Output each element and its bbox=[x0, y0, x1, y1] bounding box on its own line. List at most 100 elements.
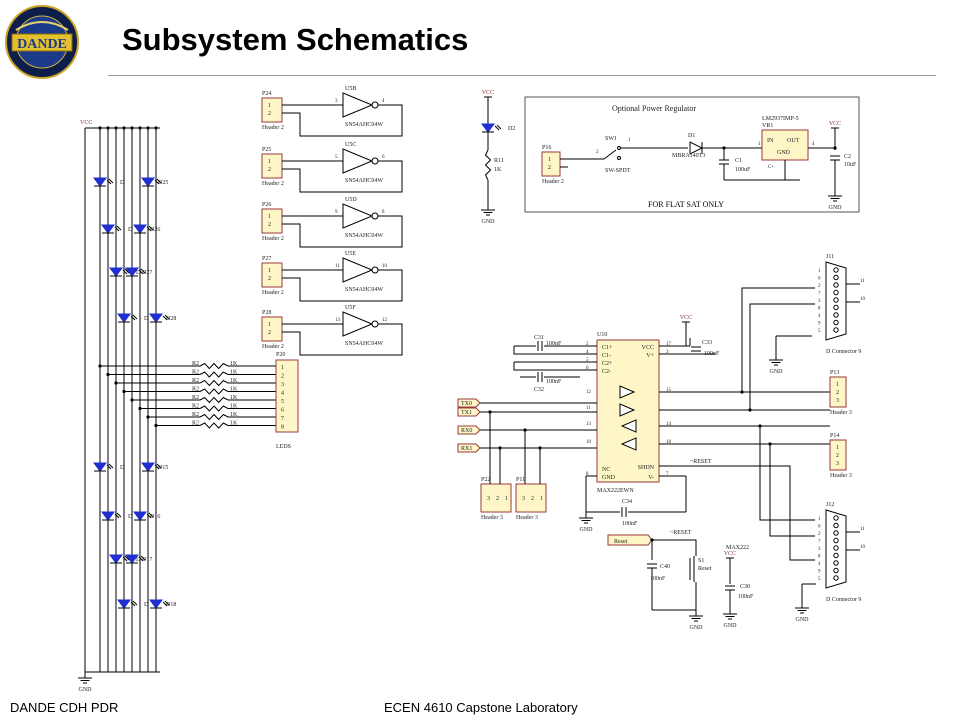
db9-j11-pin-hole bbox=[833, 289, 839, 296]
led-arrow bbox=[124, 268, 130, 274]
header-p26-name: Header 2 bbox=[262, 236, 284, 242]
db9-j11-ref: J11 bbox=[826, 254, 834, 260]
buffer-in-pin: 11 bbox=[335, 264, 340, 269]
line-driver-symbol bbox=[620, 419, 637, 433]
gnd-label: GND bbox=[770, 369, 784, 375]
header-p11-pin: 2 bbox=[531, 496, 534, 502]
max222-chip-ref: U10 bbox=[597, 332, 607, 338]
junction-dot bbox=[106, 126, 110, 130]
db9-j11-shell-pin: 10 bbox=[860, 297, 866, 302]
led-resistor bbox=[199, 379, 229, 387]
led-diode-left bbox=[93, 462, 107, 472]
junction-dot bbox=[114, 126, 118, 130]
buffer-output-wire bbox=[282, 323, 403, 356]
header-p25-box bbox=[261, 153, 283, 179]
buffer-part: SN54AHC04W bbox=[345, 233, 383, 239]
led-arrow bbox=[114, 513, 120, 519]
header-p16-ref: P16 bbox=[542, 145, 551, 151]
db9-j12-pin-hole bbox=[833, 537, 839, 544]
regulator-box bbox=[761, 129, 809, 161]
led-arrow bbox=[122, 269, 128, 275]
buffer-in-pin: 5 bbox=[335, 155, 338, 160]
inverter-bubble bbox=[371, 320, 379, 328]
net-flag-rx1 bbox=[457, 443, 481, 453]
reset-net-label: ~RESET bbox=[690, 459, 712, 465]
header-p25-ref: P25 bbox=[262, 147, 271, 153]
reset-cap-val: 100nF bbox=[650, 576, 666, 582]
buffer-in-pin: 9 bbox=[335, 210, 338, 215]
led-arrow bbox=[132, 314, 138, 320]
wire bbox=[659, 443, 815, 537]
led-arrow bbox=[164, 314, 170, 320]
led-arrow bbox=[122, 556, 128, 562]
header-p16-pin: 2 bbox=[548, 165, 551, 171]
led-resistor bbox=[199, 396, 229, 404]
led-resistor bbox=[199, 388, 229, 395]
power-led bbox=[481, 123, 495, 133]
inverter-buffer-symbol bbox=[342, 257, 374, 283]
junction-dot bbox=[130, 398, 134, 402]
power-resistor bbox=[484, 149, 492, 181]
led-left-label: D bbox=[120, 180, 125, 186]
led-arrow bbox=[130, 601, 136, 607]
switch-ref: SW1 bbox=[605, 136, 617, 142]
header-p11-pin: 3 bbox=[522, 496, 525, 502]
buffer-ref: U5C bbox=[345, 142, 356, 148]
gnd-label: GND bbox=[580, 527, 594, 533]
net-flag-tx0 bbox=[457, 398, 481, 408]
resistor-ref: R2 bbox=[192, 395, 199, 401]
power-led-ref: D2 bbox=[508, 126, 515, 132]
led-arrow bbox=[146, 513, 152, 519]
switch-type: SW-SPDT bbox=[605, 168, 631, 174]
led-ref-bottom: D16 bbox=[150, 514, 160, 520]
header-p28-name: Header 2 bbox=[262, 344, 284, 350]
buffer-out-pin: 12 bbox=[382, 318, 388, 323]
footer-left: DANDE CDH PDR bbox=[10, 700, 119, 715]
led-diode-left bbox=[117, 313, 131, 323]
header-p11-pin: 1 bbox=[540, 496, 543, 502]
db9-j12-pin-hole bbox=[833, 545, 839, 551]
db9-j11-pin: 1 bbox=[818, 269, 821, 274]
led-arrow bbox=[108, 463, 114, 469]
led-left-label: D bbox=[128, 514, 133, 520]
vcc-label: VCC bbox=[680, 315, 692, 321]
led-diode-right bbox=[125, 554, 139, 564]
gnd-label: GND bbox=[690, 625, 704, 631]
header-p24-ref: P24 bbox=[262, 91, 271, 97]
header-p13-name: Header 3 bbox=[830, 410, 852, 416]
buffer-ref: U5F bbox=[345, 305, 356, 311]
max222-cap-val: 100nF bbox=[738, 594, 754, 600]
db9-j11-pin-hole bbox=[833, 319, 839, 326]
junction-dot bbox=[122, 389, 126, 394]
switch-pin: 2 bbox=[596, 150, 599, 155]
regulator-part: LM2937IMP-5 bbox=[762, 116, 799, 122]
header-p14-ref: P14 bbox=[830, 433, 839, 439]
db9-j11-pin-hole bbox=[833, 297, 839, 303]
junction-dot bbox=[122, 126, 126, 130]
buffer-output-wire bbox=[282, 160, 403, 193]
led-diode-right bbox=[141, 462, 155, 472]
header-p28-pin: 1 bbox=[268, 322, 271, 328]
wire bbox=[652, 539, 697, 556]
junction-dot bbox=[114, 381, 118, 385]
db9-j11-pin: 4 bbox=[818, 314, 821, 319]
max222-left-num: 4 bbox=[586, 350, 589, 355]
led-left-label: D bbox=[144, 602, 149, 608]
led-arrow bbox=[154, 179, 160, 185]
max222-left-num: 2 bbox=[586, 342, 589, 347]
reset-port-flag bbox=[607, 534, 653, 546]
leds-connector-ref: P20 bbox=[276, 352, 285, 358]
buffer-in-pin: 13 bbox=[335, 318, 341, 323]
max222-left-num: 6 bbox=[586, 366, 589, 371]
db9-j11-pin: 7 bbox=[818, 292, 821, 297]
db9-j11-pin: 8 bbox=[818, 307, 821, 312]
vcc-label: VCC bbox=[829, 121, 841, 127]
led-arrow bbox=[148, 512, 154, 518]
led-diode-left bbox=[117, 599, 131, 609]
net-flag-label: RX0 bbox=[461, 428, 472, 434]
regulator-in: IN bbox=[767, 138, 774, 144]
cap1-ref: C1 bbox=[735, 158, 742, 164]
led-arrow bbox=[148, 225, 154, 231]
led-resistor bbox=[199, 362, 229, 370]
